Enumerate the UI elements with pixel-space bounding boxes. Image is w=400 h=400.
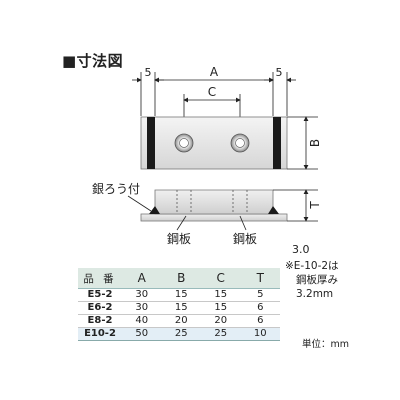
steel-band-right bbox=[273, 117, 281, 169]
cell-c: 15 bbox=[201, 301, 241, 315]
steel-plate-label-left: 鋼板 bbox=[167, 232, 191, 246]
side-upper-block bbox=[154, 189, 274, 215]
brazing-fillet-left bbox=[149, 206, 160, 214]
thickness-value: 3.0 bbox=[292, 243, 310, 256]
page-title: ■寸法図 bbox=[62, 52, 124, 70]
cell-c: 15 bbox=[201, 288, 241, 302]
unit-label: 単位：mm bbox=[302, 339, 350, 350]
dim-left-label: 5 bbox=[145, 66, 152, 79]
header-c: C bbox=[201, 268, 241, 289]
cell-b: 15 bbox=[161, 301, 201, 315]
cell-t: 6 bbox=[240, 301, 280, 315]
side-base-plate bbox=[140, 213, 288, 222]
cell-b: 15 bbox=[161, 288, 201, 302]
top-view: 5 A 5 C B bbox=[132, 65, 322, 170]
cell-t: 5 bbox=[240, 288, 280, 302]
dim-b-label: B bbox=[308, 139, 322, 147]
table-row: E10-2 50 25 25 10 bbox=[78, 327, 280, 341]
cell-a: 30 bbox=[122, 288, 162, 302]
cell-t: 10 bbox=[240, 327, 280, 341]
cell-c: 25 bbox=[201, 327, 241, 341]
side-view: T 銀ろう付 鋼板 鋼板 bbox=[92, 182, 322, 246]
cell-model: E8-2 bbox=[78, 314, 122, 328]
cell-model: E10-2 bbox=[78, 327, 122, 341]
header-a: A bbox=[122, 268, 162, 289]
dim-c-label: C bbox=[208, 85, 216, 99]
header-model: 品 番 bbox=[78, 268, 122, 289]
steel-plate-label-right: 鋼板 bbox=[233, 232, 257, 246]
spec-table: 品 番 A B C T E5-2 30 15 15 5 E6-2 30 15 1… bbox=[78, 268, 280, 341]
note-line-3: 3.2mm bbox=[296, 288, 334, 300]
brazing-fillet-right bbox=[268, 206, 279, 214]
cell-b: 25 bbox=[161, 327, 201, 341]
table-row: E8-2 40 20 20 6 bbox=[78, 314, 280, 328]
spec-table-header: 品 番 A B C T bbox=[78, 268, 280, 289]
dim-t-label: T bbox=[308, 201, 322, 210]
cell-b: 20 bbox=[161, 314, 201, 328]
steel-band-left bbox=[147, 117, 155, 169]
cell-t: 6 bbox=[240, 314, 280, 328]
table-row: E5-2 30 15 15 5 bbox=[78, 288, 280, 302]
cell-a: 40 bbox=[122, 314, 162, 328]
dim-right-label: 5 bbox=[276, 66, 283, 79]
dim-a-label: A bbox=[210, 65, 219, 79]
header-b: B bbox=[161, 268, 201, 289]
cell-model: E5-2 bbox=[78, 288, 122, 302]
cell-c: 20 bbox=[201, 314, 241, 328]
brazing-label: 銀ろう付 bbox=[92, 182, 140, 196]
note-line-2: 鋼板厚み bbox=[296, 274, 338, 286]
cell-a: 30 bbox=[122, 301, 162, 315]
plate-top-body bbox=[140, 116, 288, 170]
cell-model: E6-2 bbox=[78, 301, 122, 315]
header-t: T bbox=[240, 268, 280, 289]
note-line-1: ※E-10-2は bbox=[285, 260, 339, 272]
cell-a: 50 bbox=[122, 327, 162, 341]
table-row: E6-2 30 15 15 6 bbox=[78, 301, 280, 315]
